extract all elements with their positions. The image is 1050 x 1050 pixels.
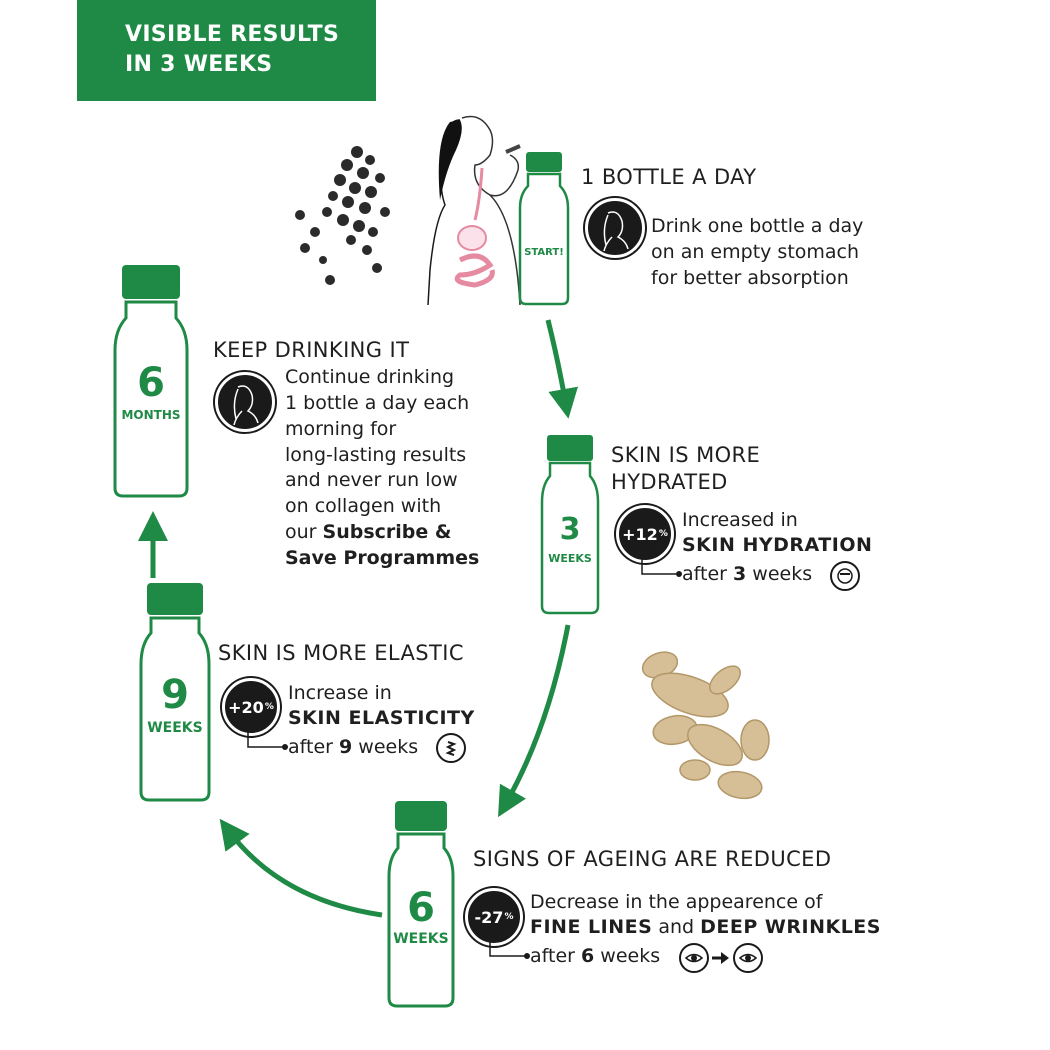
bottle-9-weeks-unit: WEEKS	[147, 720, 203, 736]
bottle-3-weeks-label: 3 WEEKS	[540, 512, 600, 572]
bottle-9-weeks	[139, 583, 211, 802]
bottle-3-weeks-number: 3	[559, 512, 581, 547]
save-programmes-text: Save Programmes	[285, 547, 480, 569]
step-1-heading: 1 BOTTLE A DAY	[581, 165, 757, 189]
bottle-6-months-number: 6	[137, 360, 165, 406]
step-5-line-6: on collagen with	[285, 495, 442, 517]
bottle-6-weeks-number: 6	[407, 885, 435, 931]
banner-line-2: IN 3 WEEKS	[125, 52, 273, 77]
results-banner: VISIBLE RESULTS IN 3 WEEKS	[77, 0, 376, 101]
banner-line-1: VISIBLE RESULTS	[125, 22, 340, 47]
step-3-connector	[489, 940, 530, 959]
bottle-3-weeks	[540, 435, 600, 615]
step-4-heading: SKIN IS MORE ELASTIC	[218, 641, 464, 665]
step-4-after: after 9 weeks	[288, 735, 418, 761]
step-4-after-suffix: weeks	[358, 736, 419, 758]
step-3-desc-line-1: Decrease in the appearence of	[530, 891, 823, 913]
hydration-percent-badge: +12%	[616, 505, 674, 563]
ginger-root-image	[641, 651, 770, 800]
wrinkled-eye-icon	[679, 943, 709, 973]
step-2-desc-line-2: SKIN HYDRATION	[682, 534, 873, 556]
arrow-right-icon	[712, 952, 729, 964]
hydration-badge-value: +12	[622, 524, 658, 544]
step-5-heading: KEEP DRINKING IT	[213, 338, 410, 362]
step-3-after-value: 6	[581, 945, 595, 967]
bottle-3-weeks-unit: WEEKS	[548, 552, 592, 565]
step-4-desc-line-1: Increase in	[288, 682, 392, 704]
bottle-9-weeks-number: 9	[161, 672, 189, 718]
step-2-heading-line-2: HYDRATED	[611, 470, 728, 494]
arrow-6-to-9-weeks	[219, 818, 383, 918]
wrinkles-badge-unit: %	[504, 912, 514, 922]
black-pepper-image	[295, 146, 390, 285]
bottle-6-weeks-label: 6 WEEKS	[386, 885, 456, 955]
step-5-line-1: Continue drinking	[285, 366, 455, 388]
step-3-after-prefix: after	[530, 945, 575, 967]
step-4-desc-line-2: SKIN ELASTICITY	[288, 707, 475, 729]
step-4-after-prefix: after	[288, 736, 333, 758]
step-3-desc-line-2: FINE LINES and DEEP WRINKLES	[530, 915, 881, 941]
step-2-after-prefix: after	[682, 563, 727, 585]
bottle-start-label: START!	[524, 247, 564, 258]
step-5-line-2: 1 bottle a day each	[285, 392, 470, 414]
step-5-our: our	[285, 521, 317, 543]
step-2-after-suffix: weeks	[752, 563, 813, 585]
elastic-spring-icon	[436, 733, 466, 763]
smooth-eye-icon	[733, 943, 763, 973]
subscribe-text: Subscribe &	[322, 521, 452, 543]
bottle-6-weeks-unit: WEEKS	[393, 931, 449, 947]
wrinkles-badge-value: -27	[474, 907, 504, 927]
bottle-6-weeks	[387, 801, 455, 1008]
fine-lines-text: FINE LINES	[530, 916, 653, 938]
step-2-desc-line-1: Increased in	[682, 509, 798, 531]
wrinkles-percent-badge: -27%	[465, 888, 523, 946]
step-4-connector	[247, 731, 288, 750]
woman-digestion-illustration	[427, 115, 521, 305]
step-3-after: after 6 weeks	[530, 944, 660, 970]
step-3-after-suffix: weeks	[600, 945, 661, 967]
bottle-6-months-label: 6 MONTHS	[112, 360, 190, 440]
and-text: and	[658, 916, 695, 938]
step-1-line-3: for better absorption	[651, 267, 849, 289]
step-5-line-3: morning for	[285, 418, 397, 440]
step-2-after: after 3 weeks	[682, 562, 812, 588]
step-4-after-value: 9	[339, 736, 353, 758]
woman-drinking-icon	[215, 372, 275, 432]
step-5-line-5: and never run low	[285, 469, 458, 491]
step-1-line-1: Drink one bottle a day	[651, 215, 864, 237]
deep-wrinkles-text: DEEP WRINKLES	[700, 916, 881, 938]
step-2-after-value: 3	[733, 563, 747, 585]
bottle-9-weeks-label: 9 WEEKS	[138, 672, 212, 742]
step-5-line-4: long-lasting results	[285, 444, 467, 466]
bottle-6-months	[113, 265, 189, 498]
hydration-badge-unit: %	[658, 529, 668, 539]
bottle-start	[518, 152, 570, 306]
elasticity-badge-value: +20	[228, 697, 264, 717]
elasticity-badge-unit: %	[264, 702, 274, 712]
step-2-heading-line-1: SKIN IS MORE	[611, 443, 761, 467]
elasticity-percent-badge: +20%	[222, 678, 280, 736]
step-1-line-2: on an empty stomach	[651, 241, 860, 263]
bottle-6-months-unit: MONTHS	[121, 408, 181, 422]
woman-drinking-icon	[585, 198, 645, 258]
step-5-line-7: our Subscribe &	[285, 520, 451, 546]
face-mask-icon	[830, 561, 860, 591]
arrow-3-to-6-weeks	[498, 624, 571, 818]
arrow-start-to-3-weeks	[545, 319, 578, 419]
step-2-connector	[641, 558, 682, 577]
step-3-heading: SIGNS OF AGEING ARE REDUCED	[473, 847, 832, 871]
